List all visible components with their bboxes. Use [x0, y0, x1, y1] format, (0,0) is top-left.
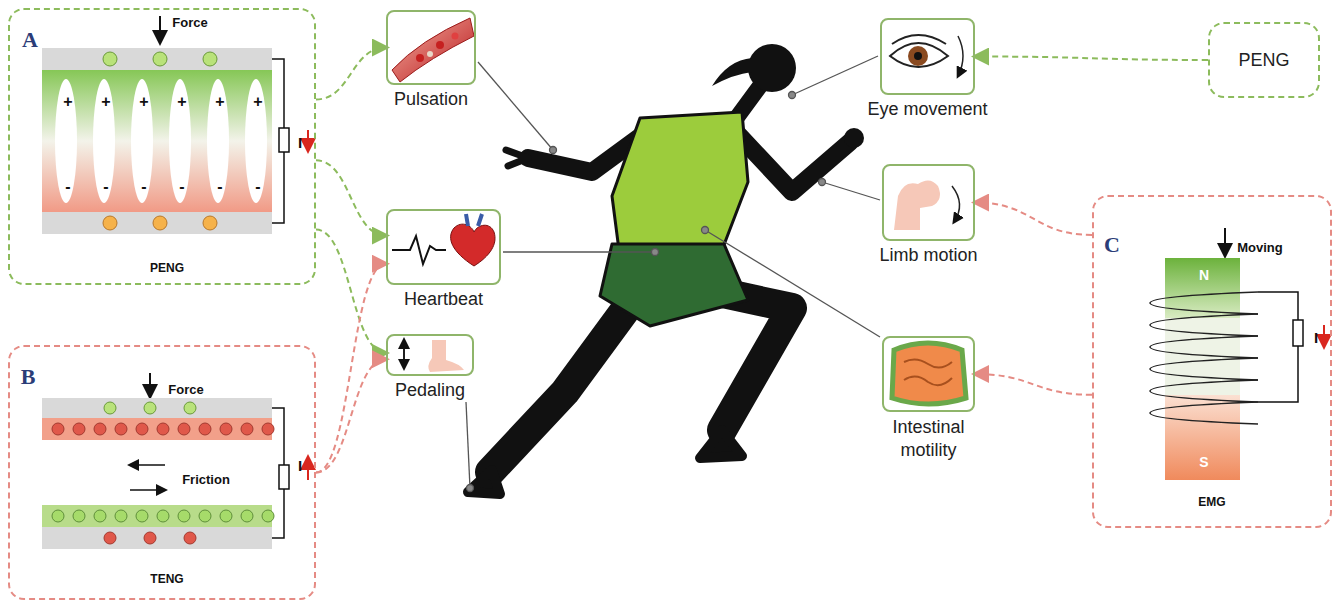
- emg-schematic: [1150, 228, 1324, 480]
- sign-text: +: [139, 93, 148, 111]
- dashed-arrow: [975, 57, 1208, 61]
- dashed-arrow: [316, 230, 386, 353]
- sign-text: -: [103, 178, 108, 196]
- dashed-arrow: [316, 264, 386, 473]
- sign-text: +: [215, 93, 224, 111]
- dashed-arrow: [316, 160, 386, 235]
- peng-panel: A Force + + + + + + - - - - - - I PENG: [8, 8, 316, 285]
- sign-text: -: [65, 178, 70, 196]
- lab-text: PENG: [150, 261, 184, 275]
- letter-text: A: [22, 27, 38, 53]
- leader-lines: [466, 56, 880, 492]
- letter-text: C: [1104, 232, 1120, 258]
- lab-text: TENG: [150, 572, 183, 586]
- sign-text: -: [217, 178, 222, 196]
- teng-schematic: [42, 373, 308, 549]
- motion-label: Pedaling: [395, 380, 465, 401]
- motion-label: Pulsation: [394, 89, 468, 110]
- limb-motion-box: Limb motion: [882, 164, 975, 241]
- runner-silhouette: [468, 44, 864, 494]
- peng-schematic: [42, 16, 308, 234]
- sign-text: +: [253, 93, 262, 111]
- emg-panel: C MovingN S I EMG: [1092, 195, 1332, 528]
- motion-label: Heartbeat: [404, 289, 483, 310]
- cur-text: I: [1314, 329, 1318, 346]
- eye-movement-box: Eye movement: [880, 18, 975, 95]
- force-text: Force: [172, 15, 207, 30]
- sign-text: +: [177, 93, 186, 111]
- eye-icon: [890, 35, 963, 76]
- cur-text: I: [298, 457, 302, 474]
- dashed-arrow: [975, 374, 1092, 395]
- arm-icon: [894, 180, 960, 230]
- pole-text: N: [1199, 267, 1209, 283]
- lab-text: EMG: [1198, 495, 1225, 509]
- sign-text: -: [255, 178, 260, 196]
- generator-label: PENG: [1238, 50, 1289, 71]
- foot-icon: [404, 340, 464, 372]
- pedaling-box: Pedaling: [386, 334, 474, 376]
- force-text: Moving: [1237, 240, 1283, 255]
- teng-panel: B ForceFriction I TENG: [8, 345, 316, 600]
- motion-label: Intestinal motility: [874, 416, 984, 461]
- pole-text: S: [1199, 454, 1208, 470]
- dashed-arrow: [975, 203, 1092, 235]
- heartbeat-box: Heartbeat: [386, 209, 501, 285]
- motion-label: Limb motion: [879, 245, 977, 266]
- force-text: Force: [168, 382, 203, 397]
- sign-text: -: [179, 178, 184, 196]
- motion-label: Eye movement: [867, 99, 987, 120]
- dashed-arrow: [316, 48, 386, 100]
- force-text: Friction: [182, 472, 230, 487]
- vessel-icon: [392, 18, 474, 82]
- dashed-arrow: [316, 359, 386, 472]
- peng-box: PENG: [1208, 22, 1320, 98]
- sign-text: -: [141, 178, 146, 196]
- pulsation-box: Pulsation: [386, 10, 476, 85]
- intestine-icon: [892, 343, 966, 404]
- sign-text: +: [101, 93, 110, 111]
- sign-text: +: [63, 93, 72, 111]
- cur-text: I: [298, 134, 302, 151]
- heart-icon: [392, 214, 495, 266]
- letter-text: B: [21, 364, 36, 390]
- intestinal-box: Intestinal motility: [882, 336, 975, 412]
